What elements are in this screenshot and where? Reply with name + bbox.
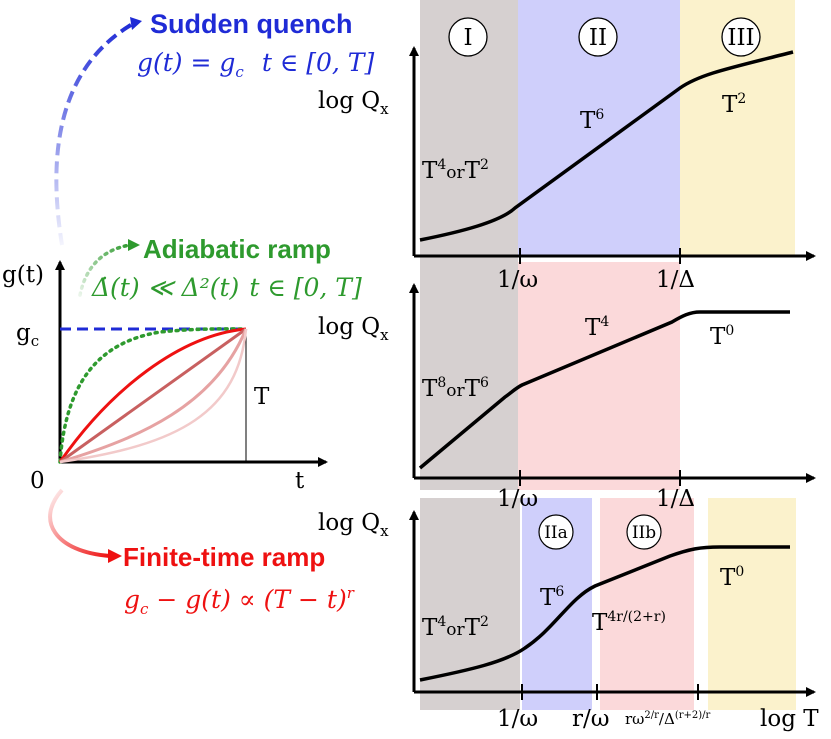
panel-top-ylabel: log Qx (318, 88, 389, 118)
adiabatic-curve (58, 327, 248, 464)
panel-top-region1-label: T4orT2 (422, 157, 489, 184)
band-region-I-bottom (420, 498, 520, 710)
svg-text:I: I (463, 25, 472, 51)
panel-top-tick-label-omega: 1/ω (497, 267, 538, 293)
band-region-I-top (420, 0, 518, 490)
panel-middle-tick-label-delta: 1/Δ (656, 486, 695, 512)
finite-ramp-curve-r-xlarge (59, 328, 248, 464)
panel-middle-tick-label-omega: 1/ω (497, 486, 538, 512)
region-IIa-badge: IIa (538, 514, 574, 550)
panel-middle-region2-label: T4 (585, 314, 609, 341)
svg-text:IIa: IIa (544, 523, 568, 543)
ramp-T-label: T (254, 384, 270, 410)
region-III-badge: III (721, 17, 761, 57)
panel-bottom-tick-label-omega: 1/ω (497, 706, 538, 732)
panel-middle-ylabel: log Qx (318, 314, 389, 344)
region-I-badge: I (448, 17, 488, 57)
panel-bottom: log Qx T4orT2 T6 T4r/(2+r) T0 1/ω r/ω rω… (318, 510, 819, 732)
finite-ramp-curve-r-small (58, 327, 247, 463)
sudden-quench-arrow (54, 20, 137, 246)
panel-bottom-curve (419, 545, 790, 682)
sudden-quench-title: Sudden quench (150, 9, 353, 39)
panel-top-region3-label: T2 (722, 91, 746, 118)
panel-top-curve (419, 50, 794, 242)
ramp-gc-label: gc (16, 320, 39, 350)
svg-text:II: II (589, 25, 607, 51)
panel-bottom-ylabel: log Qx (318, 510, 389, 540)
ramp-plot: g(t) gc T t 0 (2, 260, 328, 494)
ramp-origin-label: 0 (30, 468, 45, 494)
panel-top-region2-label: T6 (580, 107, 604, 134)
panel-bottom-xlabel: log T (760, 706, 819, 732)
panel-bottom-tick-label-r-omega-delta: rω2/r/Δ(r+2)/r (625, 710, 711, 728)
finite-ramp-annotation: Finite-time ramp gc − g(t) ∝ (T − t)r (48, 488, 355, 618)
adiabatic-title: Adiabatic ramp (143, 234, 331, 264)
ramp-t-label: t (295, 468, 305, 494)
ramp-ylabel: g(t) (2, 262, 44, 288)
adiabatic-ramp-annotation: Adiabatic ramp Δ̇(t) ≪ Δ²(t)t ∈ [0, T] (78, 234, 362, 302)
band-region-III-bottom (708, 498, 796, 710)
panel-bottom-tick-label-r-omega: r/ω (572, 706, 610, 732)
adiabatic-arrowhead (128, 239, 140, 251)
svg-text:IIb: IIb (632, 523, 656, 543)
panel-bottom-region2a-label: T6 (540, 584, 564, 611)
panel-middle-region1-label: T8orT6 (422, 375, 489, 402)
panel-bottom-region2b-label: T4r/(2+r) (592, 609, 666, 636)
svg-text:III: III (727, 25, 754, 51)
finite-ramp-curve-r-one (59, 327, 247, 464)
finite-ramp-title: Finite-time ramp (123, 542, 325, 572)
panel-bottom-region3-label: T0 (720, 564, 744, 591)
adiabatic-formula: Δ̇(t) ≪ Δ²(t)t ∈ [0, T] (91, 273, 362, 302)
finite-ramp-curve-r-large (59, 328, 248, 464)
region-labels: I II III IIa IIb (448, 17, 761, 550)
panel-bottom-region1-label: T4orT2 (422, 614, 489, 641)
adiabatic-arrow (78, 243, 132, 297)
finite-ramp-arrow (48, 488, 111, 558)
panel-middle-curve (418, 310, 790, 470)
panel-middle: log Qx T8orT6 T4 T0 1/ω 1/Δ (318, 283, 816, 512)
panel-top-tick-label-delta: 1/Δ (656, 267, 695, 293)
panel-middle-region3-label: T0 (710, 323, 734, 350)
finite-ramp-formula: gc − g(t) ∝ (T − t)r (124, 584, 355, 618)
region-IIb-badge: IIb (626, 514, 662, 550)
finite-ramp-arrowhead (108, 549, 122, 563)
panel-top: log Qx T4orT2 T6 T2 1/ω 1/Δ (318, 46, 816, 293)
sudden-quench-arrowhead (130, 17, 142, 30)
region-II-badge: II (578, 17, 618, 57)
